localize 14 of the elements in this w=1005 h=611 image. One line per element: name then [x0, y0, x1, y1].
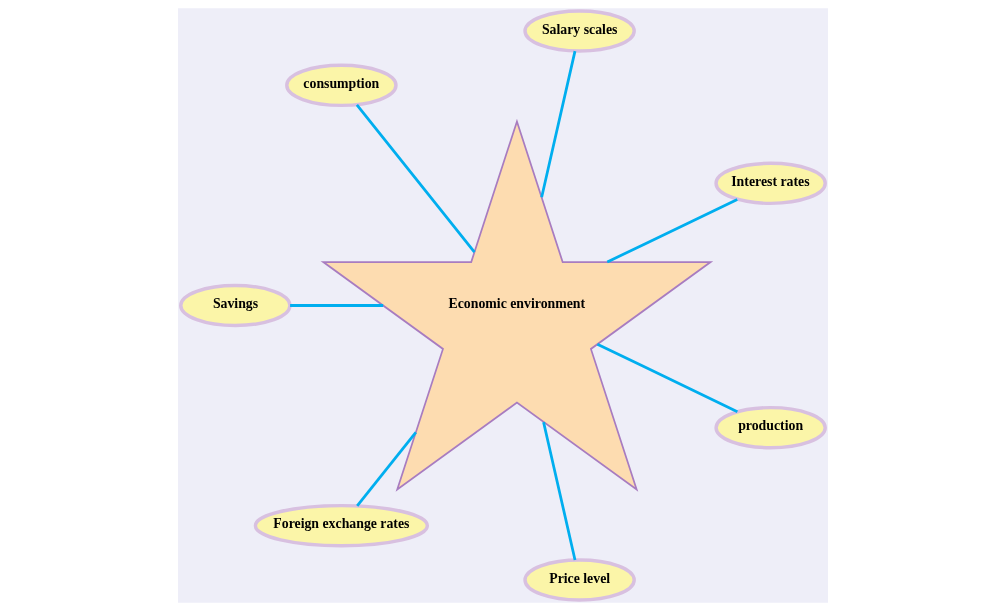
- connector: [289, 304, 383, 307]
- connector: [539, 50, 576, 198]
- connector: [541, 421, 576, 561]
- connector: [606, 198, 738, 264]
- connector: [596, 343, 738, 413]
- node-ellipse: Salary scales: [522, 9, 636, 53]
- node-ellipse: Foreign exchange rates: [253, 503, 429, 548]
- node-ellipse: consumption: [284, 63, 398, 108]
- connector: [355, 431, 417, 507]
- connector: [355, 103, 476, 254]
- node-ellipse: production: [713, 405, 827, 450]
- node-ellipse: Interest rates: [713, 161, 827, 206]
- node-ellipse: Savings: [178, 283, 292, 328]
- node-ellipse: Price level: [522, 558, 636, 602]
